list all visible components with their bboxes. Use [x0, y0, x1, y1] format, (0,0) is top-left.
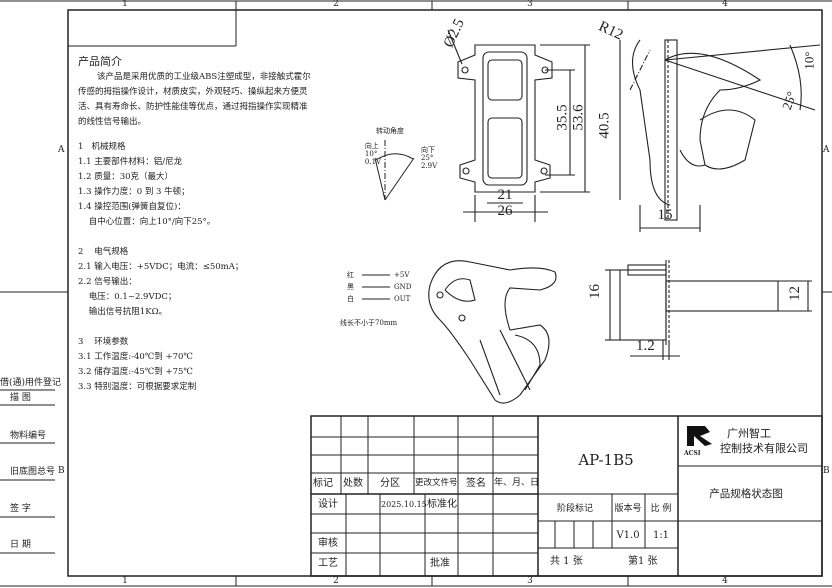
wire-signal: +5V: [394, 271, 410, 279]
tb-header: 签名: [466, 478, 486, 489]
drawing-title: 产品规格状态图: [709, 488, 783, 500]
spec-line: 1.4 操控范围(弹簧自复位)：: [78, 202, 186, 212]
spec-line: 2 电气规格: [78, 247, 129, 257]
spec-line: 1 机械规格: [78, 142, 126, 152]
zone-label: 1: [122, 0, 128, 9]
isometric-view: [428, 260, 557, 404]
wire-signal: GND: [394, 283, 412, 291]
intro-line: 该产品是采用优质的工业级ABS注塑成型，非接触式霍尔: [97, 72, 311, 82]
tb-scale-label: 比 例: [650, 504, 672, 514]
company-logo: [687, 426, 712, 446]
wire-length-note: 线长不小于70mm: [340, 319, 398, 327]
dim-width-outer: 26: [497, 203, 513, 219]
left-label: 描 图: [10, 393, 31, 403]
zone-label: A: [823, 145, 830, 155]
spec-line: 3.1 工作温度:-40℃到 +70℃: [78, 352, 193, 362]
tb-version: V1.0: [616, 530, 640, 541]
left-label: 物料编号: [10, 431, 47, 441]
dim-side-height: 40.5: [596, 112, 613, 139]
tb-review: 审核: [318, 538, 338, 549]
wire-color: 红: [347, 271, 354, 279]
logo-text: ACSI: [684, 450, 701, 457]
wire-signal: OUT: [394, 295, 411, 303]
tb-total-sheets: 共 1 张: [550, 556, 583, 567]
tb-standard: 标准化: [427, 499, 457, 510]
zone-label: 3: [527, 0, 533, 9]
dim-side-width: 15: [657, 207, 673, 223]
intro-line: 的线性信号输出。: [78, 117, 147, 127]
tb-version-label: 版本号: [614, 504, 642, 514]
spec-line: 3.2 储存温度:-45℃到 +75℃: [78, 367, 193, 377]
left-label: 日 期: [10, 540, 31, 550]
zone-label: 4: [722, 0, 728, 9]
spec-line: 1.3 操作力度：0 到 3 牛顿；: [78, 187, 190, 197]
spec-line: 2.2 信号输出：: [78, 277, 137, 287]
dim-bottom-gap: 1.2: [636, 338, 655, 354]
angle-title: 转动角度: [376, 127, 404, 135]
zone-label: 4: [722, 576, 728, 586]
spec-line: 电压：0.1~2.9VDC；: [78, 292, 177, 302]
dim-height-inner: 35.5: [554, 104, 571, 131]
spec-line: 1.2 质量：30克（最大）: [78, 172, 174, 182]
zone-label: B: [58, 466, 65, 476]
zone-label: A: [58, 145, 65, 155]
spec-line: 1.1 主要部件材料：铝/尼龙: [78, 157, 183, 167]
dim-width-inner: 21: [497, 187, 513, 203]
wire-color: 白: [347, 295, 354, 303]
angle-up-volt: 0.1V: [364, 158, 382, 166]
zone-label: 2: [333, 576, 339, 586]
tb-design: 设计: [318, 499, 338, 510]
angle-up-label: 向上: [364, 142, 379, 150]
intro-line: 传感的拇指操作设计，材质皮实，外观轻巧、操纵起来方便灵: [78, 87, 308, 97]
zone-label: 1: [122, 576, 128, 586]
left-label: 签 字: [10, 504, 31, 514]
wire-color: 黑: [347, 283, 354, 291]
angle-down-volt: 2.9V: [421, 162, 438, 170]
tb-header: 标记: [313, 478, 333, 489]
tb-header: 分区: [380, 478, 400, 489]
company-name: 控制技术有限公司: [720, 442, 808, 455]
tb-header: 年、月、日: [494, 478, 540, 488]
spec-line: 自中心位置：向上10°/向下25°。: [78, 217, 216, 227]
tb-approve: 批准: [430, 558, 450, 569]
intro-line: 活、具有寿命长、防护性能佳等优点，通过拇指操作实现精准: [78, 102, 308, 112]
front-view: [447, 29, 590, 222]
tb-process: 工艺: [318, 558, 338, 569]
left-label: 旧底图总号: [10, 467, 56, 477]
spec-line: 3.3 特别温度：可根据要求定制: [78, 382, 197, 392]
dim-angle-up: 10°: [801, 51, 817, 70]
spec-line: 输出信号抗阻1KΩ。: [78, 307, 168, 317]
company-name: 广州智工: [727, 427, 771, 440]
tb-stage: 阶段标记: [556, 504, 594, 514]
tb-date: 2025.10.15: [381, 500, 427, 509]
intro-title: 产品简介: [78, 55, 122, 68]
tb-sheet-number: 第1 张: [628, 556, 658, 567]
tb-header: 更改文件号: [415, 478, 458, 488]
zone-label: 3: [527, 576, 533, 586]
bottom-view: [605, 260, 812, 360]
side-view: [619, 39, 821, 232]
dim-height-outer: 53.6: [570, 104, 587, 131]
model-number: AP-1B5: [578, 451, 634, 469]
tb-header: 处数: [343, 478, 363, 489]
spec-line: 3 环境参数: [78, 337, 129, 347]
dim-bottom-thickness: 12: [787, 286, 803, 301]
angle-up-deg: 10°: [364, 150, 378, 158]
spec-line: 2.1 输入电压：+5VDC；电流：≤50mA；: [78, 262, 244, 272]
dim-bottom-height: 16: [587, 284, 603, 299]
zone-label: 2: [333, 0, 339, 9]
tb-scale: 1:1: [652, 530, 670, 541]
angle-down-label: 向下: [421, 146, 435, 154]
zone-label: B: [823, 466, 830, 476]
angle-down-deg: 25°: [421, 154, 434, 162]
left-label: 借(通)用件登记: [0, 378, 62, 388]
